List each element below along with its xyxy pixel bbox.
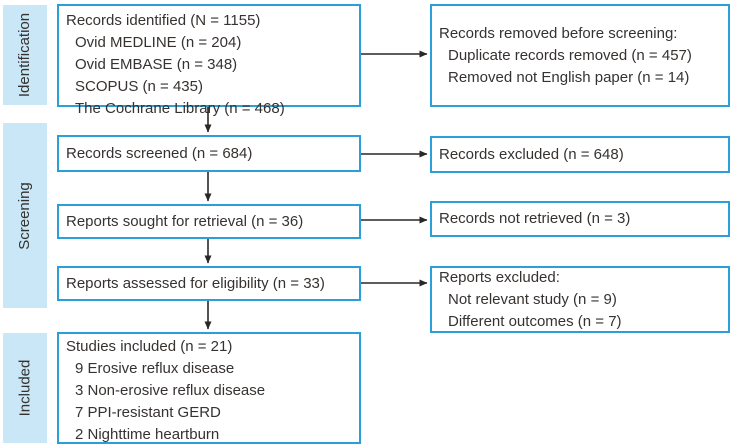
stage-screening-label: Screening xyxy=(16,181,34,250)
reports-excluded-title: Reports excluded: xyxy=(439,268,560,286)
removed-duplicates: Duplicate records removed (n = 457) xyxy=(448,46,692,64)
stage-screening: Screening xyxy=(3,123,47,308)
box-records-identified: Records identified (N = 1155) Ovid MEDLI… xyxy=(57,4,361,117)
box-records-removed: Records removed before screening: Duplic… xyxy=(430,4,730,107)
included-ppi-resistant: 7 PPI-resistant GERD xyxy=(75,404,221,421)
records-not-retrieved-title: Records not retrieved (n = 3) xyxy=(439,210,631,227)
source-embase: Ovid EMBASE (n = 348) xyxy=(75,56,238,73)
source-cochrane: The Cochrane Library (n = 468) xyxy=(75,100,285,117)
box-records-not-retrieved: Records not retrieved (n = 3) xyxy=(430,201,730,237)
box-reports-sought: Reports sought for retrieval (n = 36) xyxy=(57,204,361,239)
reports-sought-title: Reports sought for retrieval (n = 36) xyxy=(66,212,304,230)
records-identified-title: Records identified (N = 1155) xyxy=(66,12,261,29)
stage-identification-label: Identification xyxy=(16,12,34,98)
excluded-different-outcomes: Different outcomes (n = 7) xyxy=(448,312,622,330)
included-erosive: 9 Erosive reflux disease xyxy=(75,360,235,377)
excluded-not-relevant: Not relevant study (n = 9) xyxy=(448,290,617,308)
box-records-excluded: Records excluded (n = 648) xyxy=(430,136,730,173)
studies-included-title: Studies included (n = 21) xyxy=(66,338,233,355)
reports-assessed-title: Reports assessed for eligibility (n = 33… xyxy=(66,274,325,292)
stage-included: Included xyxy=(3,333,47,443)
box-reports-assessed: Reports assessed for eligibility (n = 33… xyxy=(57,266,361,301)
stage-identification: Identification xyxy=(3,5,47,105)
box-studies-included: Studies included (n = 21) 9 Erosive refl… xyxy=(57,332,361,444)
records-screened-title: Records screened (n = 684) xyxy=(66,144,253,162)
included-non-erosive: 3 Non-erosive reflux disease xyxy=(75,382,266,399)
box-reports-excluded: Reports excluded: Not relevant study (n … xyxy=(430,266,730,333)
records-removed-title: Records removed before screening: xyxy=(439,24,678,42)
records-excluded-title: Records excluded (n = 648) xyxy=(439,145,624,163)
source-medline: Ovid MEDLINE (n = 204) xyxy=(75,34,242,51)
box-records-screened: Records screened (n = 684) xyxy=(57,135,361,172)
included-nighttime: 2 Nighttime heartburn xyxy=(75,426,220,443)
source-scopus: SCOPUS (n = 435) xyxy=(75,78,203,95)
removed-not-english: Removed not English paper (n = 14) xyxy=(448,68,690,86)
stage-included-label: Included xyxy=(16,359,33,417)
